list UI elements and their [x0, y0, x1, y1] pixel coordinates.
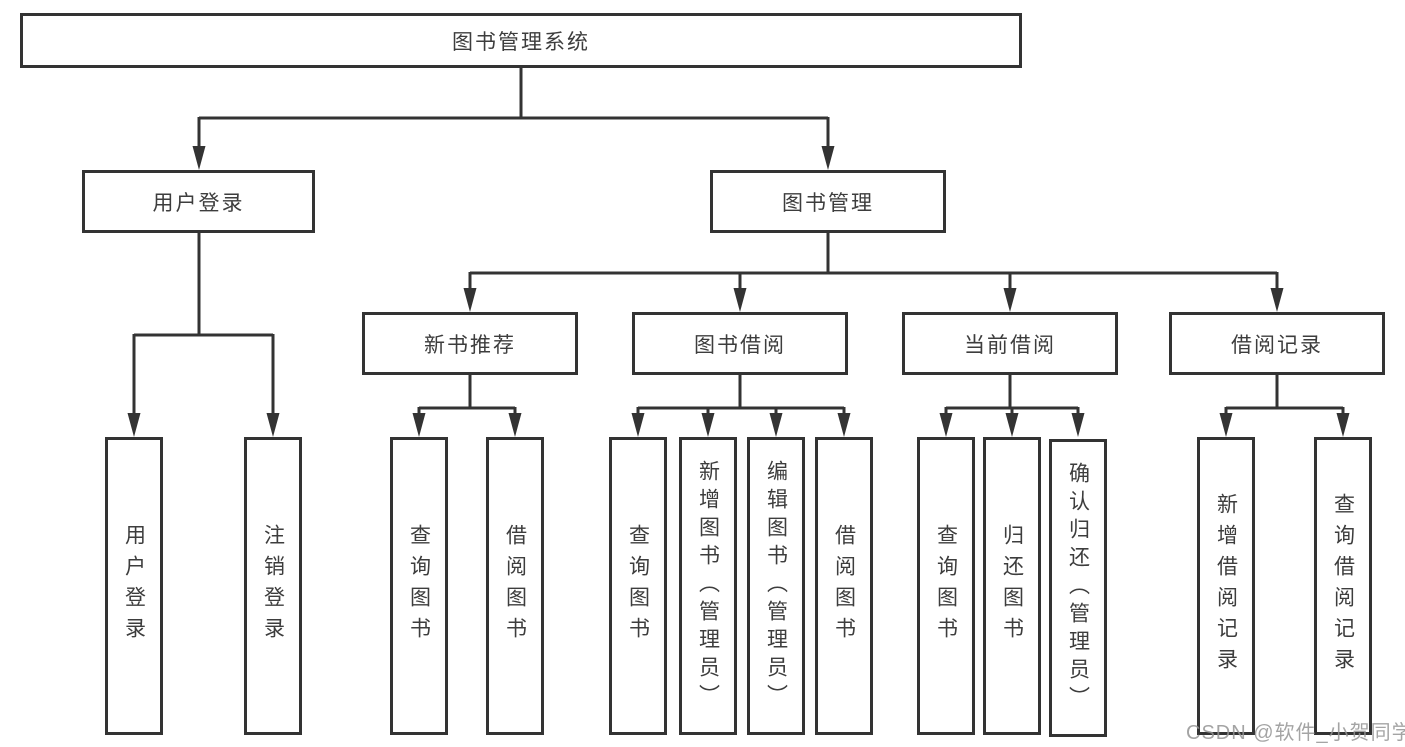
node-root: 图书管理系统: [20, 13, 1022, 68]
node-book-borrow: 图书借阅: [632, 312, 848, 375]
leaf-query-borrow-record: 查询借阅记录: [1314, 437, 1372, 735]
leaf-query-book-recommend: 查询图书: [390, 437, 448, 735]
leaf-borrow-book-recommend-label: 借阅图书: [503, 524, 527, 648]
node-borrow-record-label: 借阅记录: [1231, 333, 1323, 357]
node-root-label: 图书管理系统: [452, 30, 590, 54]
leaf-query-book-current: 查询图书: [917, 437, 975, 735]
leaf-logout-label: 注销登录: [261, 524, 285, 648]
node-borrow-record: 借阅记录: [1169, 312, 1385, 375]
leaf-confirm-return-admin-label: 确认归还（管理员）: [1066, 462, 1090, 714]
leaf-borrow-book-recommend: 借阅图书: [486, 437, 544, 735]
leaf-query-book-current-label: 查询图书: [934, 524, 958, 648]
node-new-book-recommend-label: 新书推荐: [424, 333, 516, 357]
leaf-add-book-admin: 新增图书（管理员）: [679, 437, 737, 735]
node-book-borrow-label: 图书借阅: [694, 333, 786, 357]
leaf-add-book-admin-label: 新增图书（管理员）: [696, 460, 720, 712]
leaf-confirm-return-admin: 确认归还（管理员）: [1049, 439, 1107, 737]
node-new-book-recommend: 新书推荐: [362, 312, 578, 375]
csdn-watermark: CSDN @软件_小贺同学: [1186, 722, 1405, 744]
node-user-login: 用户登录: [82, 170, 315, 233]
leaf-user-login-label: 用户登录: [122, 524, 146, 648]
node-current-borrow-label: 当前借阅: [964, 333, 1056, 357]
leaf-query-borrow-record-label: 查询借阅记录: [1331, 493, 1355, 679]
leaf-query-book-borrow: 查询图书: [609, 437, 667, 735]
leaf-return-book-label: 归还图书: [1000, 524, 1024, 648]
leaf-add-borrow-record-label: 新增借阅记录: [1214, 493, 1238, 679]
leaf-edit-book-admin: 编辑图书（管理员）: [747, 437, 805, 735]
leaf-user-login: 用户登录: [105, 437, 163, 735]
node-book-management-label: 图书管理: [782, 191, 874, 215]
leaf-borrow-book: 借阅图书: [815, 437, 873, 735]
leaf-logout: 注销登录: [244, 437, 302, 735]
leaf-query-book-borrow-label: 查询图书: [626, 524, 650, 648]
leaf-add-borrow-record: 新增借阅记录: [1197, 437, 1255, 735]
node-current-borrow: 当前借阅: [902, 312, 1118, 375]
leaf-borrow-book-label: 借阅图书: [832, 524, 856, 648]
node-book-management: 图书管理: [710, 170, 946, 233]
leaf-query-book-recommend-label: 查询图书: [407, 524, 431, 648]
leaf-edit-book-admin-label: 编辑图书（管理员）: [764, 460, 788, 712]
leaf-return-book: 归还图书: [983, 437, 1041, 735]
node-user-login-label: 用户登录: [152, 191, 245, 215]
